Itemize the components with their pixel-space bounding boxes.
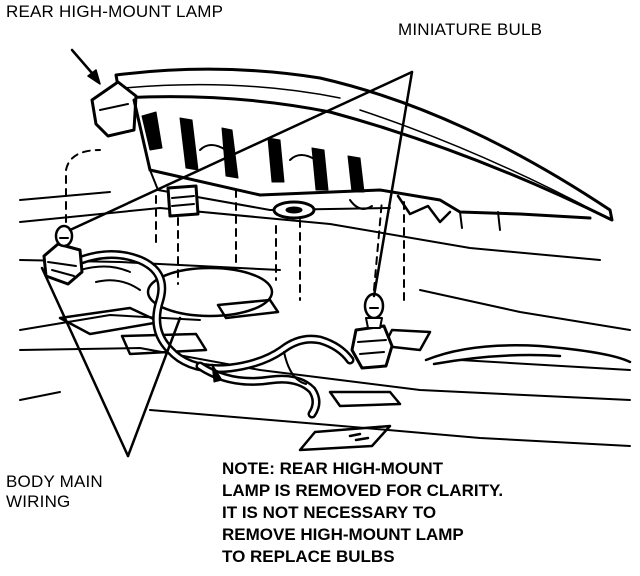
alignment-dashes: [65, 149, 405, 301]
note-line-1: NOTE: REAR HIGH-MOUNT: [222, 459, 443, 478]
lamp-housing: [90, 67, 614, 231]
clarity-note: NOTE: REAR HIGH-MOUNT LAMP IS REMOVED FO…: [222, 458, 503, 568]
note-line-2: LAMP IS REMOVED FOR CLARITY.: [222, 481, 504, 500]
body-main-wiring-label: BODY MAIN WIRING: [6, 472, 103, 512]
floor-openings: [146, 266, 632, 366]
note-line-5: TO REPLACE BULBS: [222, 547, 395, 566]
wiring-harness: [71, 249, 355, 419]
miniature-bulb-label: MINIATURE BULB: [398, 20, 543, 39]
body-main-wiring-line1: BODY MAIN: [6, 472, 103, 491]
left-bulb-socket: [42, 224, 84, 286]
floor-panel-lines: [19, 191, 631, 447]
note-line-3: IT IS NOT NECESSARY TO: [222, 503, 437, 522]
body-main-wiring-line2: WIRING: [6, 492, 71, 511]
leader-lines: [40, 48, 414, 458]
rear-high-mount-lamp-label: REAR HIGH-MOUNT LAMP: [6, 2, 224, 21]
note-line-4: REMOVE HIGH-MOUNT LAMP: [222, 525, 464, 544]
right-bulb-socket: [350, 292, 394, 370]
